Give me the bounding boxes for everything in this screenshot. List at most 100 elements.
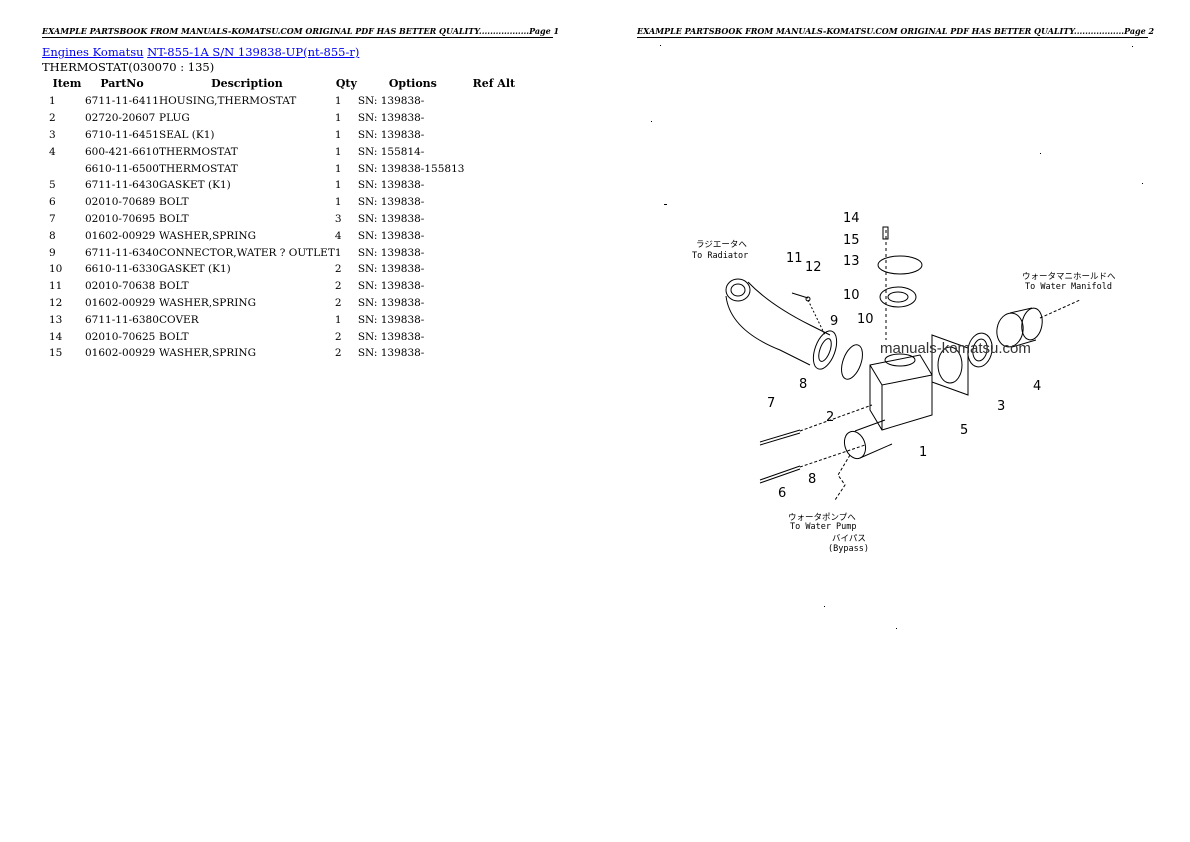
cell-description: BOLT [159,196,189,209]
cell-item: 10 [49,263,63,276]
svg-text:10: 10 [843,288,860,303]
cell-ref-alt [468,160,520,177]
speck [896,628,897,629]
cell-qty: 1 [334,313,342,326]
cell-qty: 1 [334,112,342,125]
cell-partno: 02010-70638 [85,280,156,293]
cell-item: 4 [49,145,56,158]
cell-item [42,160,85,177]
cell-item: 15 [49,347,63,360]
svg-text:To Water Manifold: To Water Manifold [1025,282,1112,292]
cell-partno: 02010-70625 [85,330,156,343]
cell-partno: 02010-70695 [85,212,156,225]
svg-text:1: 1 [919,445,927,460]
cell-description: BOLT [159,212,189,225]
svg-text:To Water Pump: To Water Pump [790,522,857,532]
cell-qty: 2 [334,347,342,360]
speck [651,121,652,122]
cell-item: 9 [49,246,56,259]
svg-text:3: 3 [997,399,1005,414]
cell-qty: 2 [334,280,342,293]
cell-item: 14 [49,330,63,343]
cell-item: 3 [49,128,56,141]
cell-ref-alt [468,345,520,362]
cell-options: SN: 139838- [357,313,425,326]
cell-ref-alt [468,244,520,261]
cell-description: THERMOSTAT [159,162,238,175]
cell-ref-alt [468,295,520,312]
cell-item: 13 [49,313,63,326]
cell-qty: 1 [334,162,342,175]
cell-ref-alt [468,328,520,345]
parts-table: Item PartNo Description Qty Options Ref … [42,76,520,362]
cell-options: SN: 139838- [357,229,425,242]
table-header-row: Item PartNo Description Qty Options Ref … [42,76,520,93]
cell-description: GASKET (K1) [159,179,231,192]
svg-text:ウォータポンプへ: ウォータポンプへ [788,513,856,523]
cell-partno: 02720-20607 [85,112,156,125]
cell-qty: 2 [334,296,342,309]
svg-text:バイパス: バイパス [832,534,866,544]
svg-text:ラジエータへ: ラジエータへ [696,240,747,250]
cell-ref-alt [468,127,520,144]
cell-description: SEAL (K1) [159,128,215,141]
cell-qty: 2 [334,263,342,276]
cell-options: SN: 139838- [357,128,425,141]
col-header-item: Item [52,76,82,90]
speck [660,45,661,46]
cell-description: BOLT [159,330,189,343]
breadcrumb: Engines Komatsu NT-855-1A S/N 139838-UP(… [42,45,359,59]
cell-description: PLUG [159,112,190,125]
speck [1142,183,1143,184]
col-header-partno: PartNo [100,76,144,90]
cell-ref-alt [468,194,520,211]
svg-text:9: 9 [830,314,838,329]
cell-description: WASHER,SPRING [159,296,256,309]
speck [824,606,825,607]
cell-item: 2 [49,112,56,125]
cell-partno: 6610-11-6500 [85,162,159,175]
cell-partno: 01602-00929 [85,229,156,242]
cell-options: SN: 139838- [357,263,425,276]
cell-partno: 6711-11-6411 [85,95,159,108]
cell-options: SN: 139838- [357,246,425,259]
svg-text:8: 8 [808,472,816,487]
cell-qty: 1 [334,246,342,259]
cell-partno: 6711-11-6380 [85,313,159,326]
cell-options: SN: 155814- [357,145,425,158]
cell-options: SN: 139838- [357,212,425,225]
svg-text:10: 10 [857,312,874,327]
watermark: manuals-komatsu.com [880,340,1031,357]
svg-text:15: 15 [843,233,860,248]
cell-description: BOLT [159,280,189,293]
svg-text:4: 4 [1033,379,1041,394]
cell-options: SN: 139838- [357,196,425,209]
cell-item: 11 [49,280,63,293]
cell-ref-alt [468,261,520,278]
cell-item: 6 [49,196,56,209]
cell-qty: 1 [334,179,342,192]
speck [664,204,667,205]
svg-text:ウォータマニホールドへ: ウォータマニホールドへ [1022,272,1116,282]
cell-options: SN: 139838- [357,179,425,192]
breadcrumb-link-model[interactable]: NT-855-1A S/N 139838-UP(nt-855-r) [147,45,360,59]
cell-qty: 1 [334,196,342,209]
page-1-header: EXAMPLE PARTSBOOK FROM MANUALS-KOMATSU.C… [42,26,560,38]
breadcrumb-link-engines-komatsu[interactable]: Engines Komatsu [42,45,144,59]
page-2-header: EXAMPLE PARTSBOOK FROM MANUALS-KOMATSU.C… [637,26,1155,38]
section-title: THERMOSTAT(030070 : 135) [42,60,215,74]
col-header-options: Options [388,76,437,90]
svg-text:11: 11 [786,251,803,266]
cell-qty: 1 [334,145,342,158]
col-header-ref-alt: Ref Alt [472,76,516,90]
cell-partno: 600-421-6610 [85,145,159,158]
